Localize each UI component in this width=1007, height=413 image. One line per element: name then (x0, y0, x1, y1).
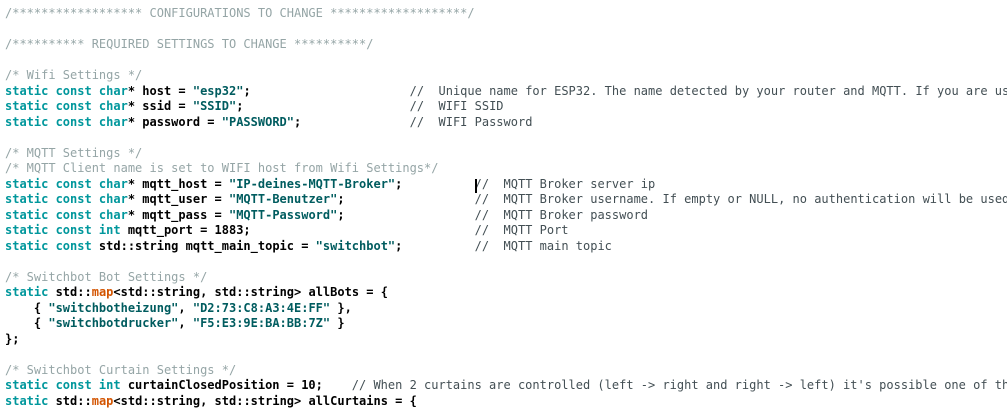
code-token-str: "F5:E3:9E:BA:BB:7Z" (192, 316, 331, 330)
code-token-cmt2: // WIFI Password (409, 114, 533, 129)
code-token-plain: std::string mqtt_main_topic = (91, 238, 316, 253)
code-line[interactable]: static const char* mqtt_user = "MQTT-Ben… (5, 192, 1007, 208)
code-token-kw: static (5, 393, 49, 408)
code-token-str: "MQTT-Password" (228, 207, 338, 222)
code-line[interactable]: static const char* mqtt_pass = "MQTT-Pas… (5, 208, 1007, 224)
code-line[interactable]: }; (5, 332, 1007, 348)
code-line[interactable]: /* Switchbot Curtain Settings */ (5, 363, 1007, 379)
code-token-plain: { (5, 300, 49, 315)
code-token-str: "switchbot" (315, 238, 396, 253)
code-token-cmt1: /****************** CONFIGURATIONS TO CH… (5, 6, 475, 20)
code-token-str: "switchbotheizung" (48, 300, 179, 315)
code-token-cmt2: // WIFI SSID (409, 99, 504, 113)
text-caret-icon (474, 178, 477, 193)
code-token-str: "SSID" (192, 99, 237, 113)
code-line[interactable]: /* Switchbot Bot Settings */ (5, 270, 1007, 286)
code-token-cmt1: /* MQTT Client name is set to WIFI host … (5, 161, 439, 175)
code-token-plain: }, (330, 300, 352, 315)
code-token-cmt2: // MQTT main topic (474, 238, 612, 253)
code-line[interactable]: static const int mqtt_port = 1883; // MQ… (5, 223, 1007, 239)
code-token-str: "MQTT-Benutzer" (228, 192, 338, 206)
code-line[interactable]: /****************** CONFIGURATIONS TO CH… (5, 6, 1007, 22)
code-token-plain: } (330, 316, 345, 330)
code-line[interactable]: /********** REQUIRED SETTINGS TO CHANGE … (5, 37, 1007, 53)
code-token-plain: <std::string, std::string> allBots = { (113, 285, 388, 299)
code-token-kw: static const char (5, 192, 128, 206)
code-line[interactable] (5, 130, 1007, 146)
code-token-plain: ; (395, 238, 475, 253)
code-token-plain: ; (337, 192, 475, 206)
code-token-cmt1: /* Wifi Settings */ (5, 68, 143, 82)
code-line[interactable] (5, 347, 1007, 363)
code-token-plain: std:: (48, 393, 92, 408)
code-token-kw: static const int (5, 223, 121, 237)
code-line[interactable]: /* MQTT Client name is set to WIFI host … (5, 161, 1007, 177)
code-token-plain: * mqtt_pass = (127, 207, 229, 222)
code-token-plain: * host = (127, 83, 193, 98)
code-token-cmt2: // Unique name for ESP32. The name detec… (409, 83, 1007, 98)
code-token-plain: * ssid = (127, 99, 193, 113)
code-line[interactable]: static const std::string mqtt_main_topic… (5, 239, 1007, 255)
code-line[interactable]: static const int curtainClosedPosition =… (5, 378, 1007, 394)
code-token-kw: static const char (5, 114, 128, 129)
code-token-plain: , (178, 300, 193, 315)
code-token-kw: static (5, 285, 49, 299)
code-token-str: "switchbotdrucker" (48, 316, 179, 330)
code-token-plain: , (178, 316, 193, 330)
code-token-cmt1: /* Switchbot Curtain Settings */ (5, 362, 237, 377)
code-line[interactable]: static std::map<std::string, std::string… (5, 285, 1007, 301)
code-token-plain: <std::string, std::string> allCurtains =… (113, 393, 417, 408)
code-token-cmt1: /* Switchbot Bot Settings */ (5, 269, 208, 284)
code-token-cmt1: /********** REQUIRED SETTINGS TO CHANGE … (5, 37, 374, 51)
code-token-plain: ; (337, 207, 475, 222)
code-line[interactable]: static const char* ssid = "SSID"; // WIF… (5, 99, 1007, 115)
code-token-kw: static const int (5, 378, 121, 392)
code-token-kw: static const char (5, 99, 128, 113)
code-token-kw: static const char (5, 83, 128, 98)
code-token-type: map (91, 393, 114, 408)
code-line[interactable]: /* MQTT Settings */ (5, 146, 1007, 162)
code-line[interactable] (5, 53, 1007, 69)
code-token-plain: * password = (127, 114, 222, 129)
code-token-cmt2: // MQTT Broker server ip (474, 176, 656, 191)
code-line[interactable]: static const char* mqtt_host = "IP-deine… (5, 177, 1007, 193)
code-token-plain: ; (294, 114, 410, 129)
code-line[interactable] (5, 22, 1007, 38)
code-token-str: "IP-deines-MQTT-Broker" (228, 176, 396, 191)
code-token-plain: ; (243, 83, 410, 98)
code-token-cmt2: // MQTT Broker password (474, 207, 649, 222)
code-token-plain: mqtt_port = 1883; (120, 223, 475, 237)
code-token-plain: * mqtt_user = (127, 192, 229, 206)
code-token-type: map (91, 285, 114, 299)
code-token-cmt2: // MQTT Broker username. If empty or NUL… (474, 192, 1007, 206)
code-line[interactable]: static const char* host = "esp32"; // Un… (5, 84, 1007, 100)
code-token-cmt1: /* MQTT Settings */ (5, 145, 143, 160)
code-token-kw: static const (5, 238, 92, 253)
code-token-plain: ; (236, 99, 410, 113)
code-line[interactable]: static std::map<std::string, std::string… (5, 394, 1007, 410)
code-token-str: "D2:73:C8:A3:4E:FF" (192, 300, 331, 315)
code-token-cmt2: // MQTT Port (474, 223, 569, 237)
code-token-plain: curtainClosedPosition = 10; (120, 378, 352, 392)
code-token-kw: static const char (5, 207, 128, 222)
code-token-str: "esp32" (192, 83, 244, 98)
code-line[interactable] (5, 254, 1007, 270)
code-line[interactable]: { "switchbotdrucker", "F5:E3:9E:BA:BB:7Z… (5, 316, 1007, 332)
code-token-plain: * mqtt_host = (127, 176, 229, 191)
code-line[interactable]: static const char* password = "PASSWORD"… (5, 115, 1007, 131)
code-token-plain: }; (5, 331, 20, 346)
code-token-str: "PASSWORD" (221, 114, 294, 129)
code-token-plain: { (5, 316, 49, 330)
code-token-plain: ; (395, 176, 475, 191)
code-line[interactable]: { "switchbotheizung", "D2:73:C8:A3:4E:FF… (5, 301, 1007, 317)
code-line[interactable]: /* Wifi Settings */ (5, 68, 1007, 84)
code-token-kw: static const char (5, 176, 128, 191)
code-token-cmt2: // When 2 curtains are controlled (left … (351, 378, 1007, 392)
code-token-plain: std:: (48, 285, 92, 299)
